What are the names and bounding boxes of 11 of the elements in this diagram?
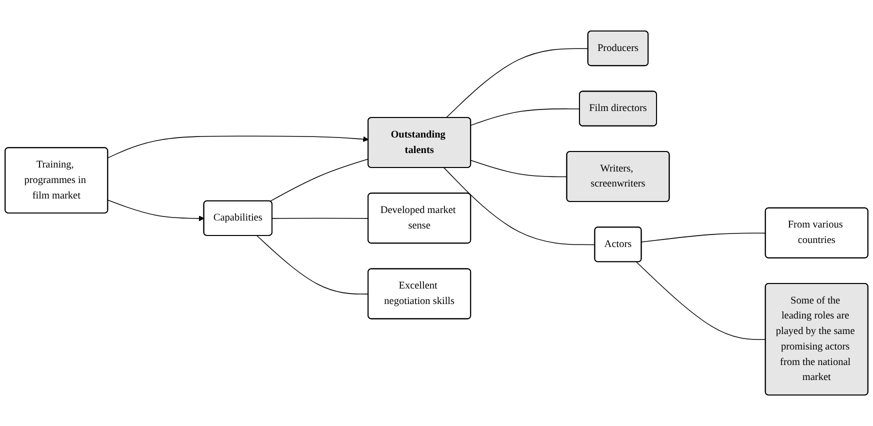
arrow <box>108 136 369 158</box>
connector <box>272 218 369 219</box>
connector <box>470 160 568 178</box>
connector <box>270 158 369 202</box>
connector <box>470 108 580 126</box>
connector <box>641 232 766 242</box>
connector <box>446 48 589 118</box>
connector <box>444 167 596 246</box>
connector <box>636 262 766 340</box>
connector <box>256 235 369 294</box>
arrow <box>108 200 204 222</box>
